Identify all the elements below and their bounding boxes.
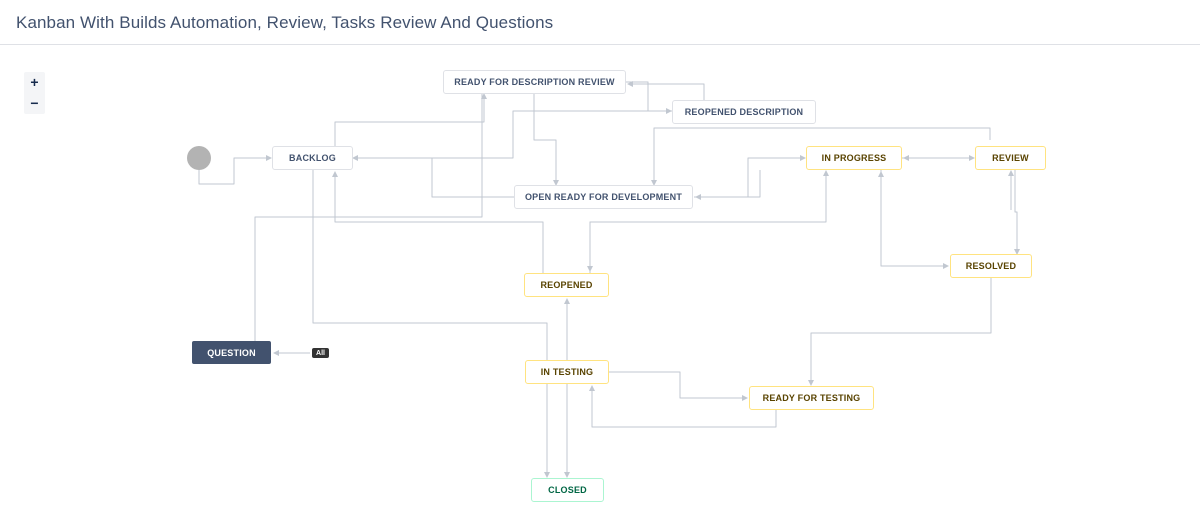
transition-resolved-to-ready-for-testing xyxy=(808,278,992,386)
status-review[interactable]: REVIEW xyxy=(975,146,1046,170)
status-in-progress[interactable]: IN PROGRESS xyxy=(806,146,902,170)
status-ready-for-description-review[interactable]: READY FOR DESCRIPTION REVIEW xyxy=(443,70,626,94)
status-ready-for-testing[interactable]: READY FOR TESTING xyxy=(749,386,874,410)
transition-question-to-description-review xyxy=(254,94,483,341)
page-title: Kanban With Builds Automation, Review, T… xyxy=(16,13,554,32)
transition-start-to-backlog xyxy=(198,155,272,185)
zoom-in-button[interactable]: + xyxy=(30,74,39,90)
status-question[interactable]: QUESTION xyxy=(192,341,271,364)
transition-backlog-to-closed xyxy=(312,170,550,478)
status-reopened[interactable]: REOPENED xyxy=(524,273,609,297)
transition-review-to-open xyxy=(651,127,991,186)
transition-in-progress-to-open xyxy=(695,170,761,200)
transition-backlog-to-open xyxy=(431,158,514,198)
status-reopened-description[interactable]: REOPENED DESCRIPTION xyxy=(672,100,816,124)
status-open-ready-for-development[interactable]: OPEN READY FOR DEVELOPMENT xyxy=(514,185,693,209)
transition-in-progress-to-resolved xyxy=(880,170,949,269)
status-backlog[interactable]: BACKLOG xyxy=(272,146,353,170)
transition-reopened-description-to-backlog xyxy=(352,110,672,161)
status-in-testing[interactable]: IN TESTING xyxy=(525,360,609,384)
transition-reopened-to-backlog xyxy=(332,171,544,273)
zoom-out-button[interactable]: − xyxy=(30,95,39,111)
transition-backlog-to-description-review xyxy=(334,93,487,146)
transition-in-progress-to-reopened xyxy=(587,221,700,272)
all-transitions-badge: All xyxy=(312,348,329,358)
transition-reopened-description-to-description-review xyxy=(627,81,705,100)
transition-review-to-resolved xyxy=(1014,170,1020,255)
page-header: Kanban With Builds Automation, Review, T… xyxy=(0,0,1200,45)
transition-open-to-in-progress xyxy=(694,155,806,198)
transition-description-review-to-reopened-description xyxy=(626,81,672,114)
zoom-controls: + − xyxy=(24,72,45,114)
workflow-start-node xyxy=(187,146,211,170)
status-closed[interactable]: CLOSED xyxy=(531,478,604,502)
transition-description-review-to-open xyxy=(533,94,559,186)
transition-ready-for-testing-to-in-testing xyxy=(589,385,777,428)
transition-in-testing-to-ready-for-testing xyxy=(609,371,748,401)
status-resolved[interactable]: RESOLVED xyxy=(950,254,1032,278)
